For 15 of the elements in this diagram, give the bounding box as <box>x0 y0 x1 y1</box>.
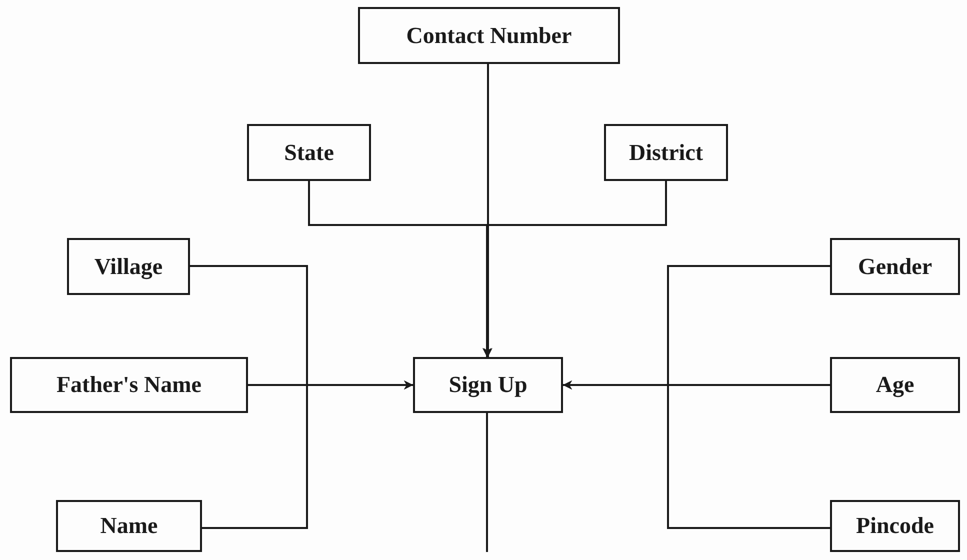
connector-line <box>486 413 488 552</box>
field-box: State <box>247 124 371 181</box>
arrow <box>202 380 413 529</box>
field-box: Pincode <box>830 500 960 552</box>
field-box: Gender <box>830 238 960 295</box>
field-box: Father's Name <box>10 357 248 413</box>
field-box: Village <box>67 238 190 295</box>
field-box: Age <box>830 357 960 413</box>
arrow <box>482 181 667 357</box>
field-box: District <box>604 124 728 181</box>
field-box: Sign Up <box>413 357 563 413</box>
field-box: Contact Number <box>358 7 620 64</box>
field-box: Name <box>56 500 202 552</box>
arrow <box>484 64 492 357</box>
arrow <box>563 380 830 529</box>
